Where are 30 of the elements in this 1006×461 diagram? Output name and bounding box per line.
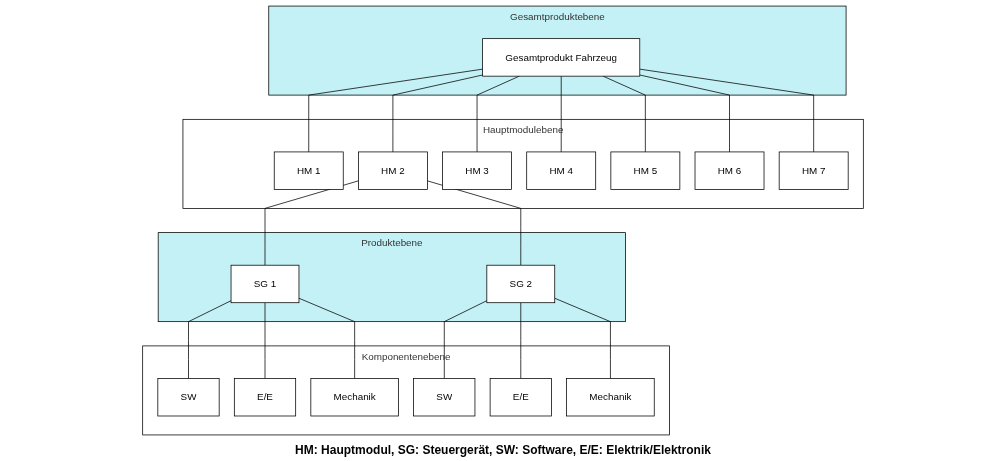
connector xyxy=(308,68,483,153)
node-box: HM 6 xyxy=(694,151,765,190)
node-box: SW xyxy=(413,378,476,417)
connector xyxy=(443,300,488,379)
connector xyxy=(392,74,483,153)
node-box: HM 1 xyxy=(273,151,344,190)
connector xyxy=(264,302,266,379)
node-box: Mechanik xyxy=(310,378,399,417)
node-box: Gesamtprodukt Fahrzeug xyxy=(482,38,641,77)
connector xyxy=(560,75,562,153)
connector xyxy=(639,68,815,153)
node-box: Mechanik xyxy=(566,378,655,417)
node-box: HM 4 xyxy=(526,151,597,190)
node-box: E/E xyxy=(489,378,552,417)
connector xyxy=(298,297,355,379)
connector xyxy=(188,300,232,379)
node-box: HM 2 xyxy=(358,151,428,190)
node-box: HM 3 xyxy=(442,151,512,190)
node-box: HM 5 xyxy=(610,151,681,190)
connector xyxy=(639,74,730,153)
abbreviation-note: HM: Hauptmodul, SG: Steuergerät, SW: Software, E/E: Elektrik/Elektronik xyxy=(295,443,711,457)
connector xyxy=(264,180,359,266)
node-box: SG 1 xyxy=(230,264,300,304)
connector xyxy=(554,297,611,379)
node-box: E/E xyxy=(233,378,297,417)
node-box: SG 2 xyxy=(486,264,556,304)
node-box: SW xyxy=(157,378,220,417)
node-box: HM 7 xyxy=(778,151,849,190)
connector xyxy=(520,302,522,379)
connector xyxy=(427,180,522,266)
